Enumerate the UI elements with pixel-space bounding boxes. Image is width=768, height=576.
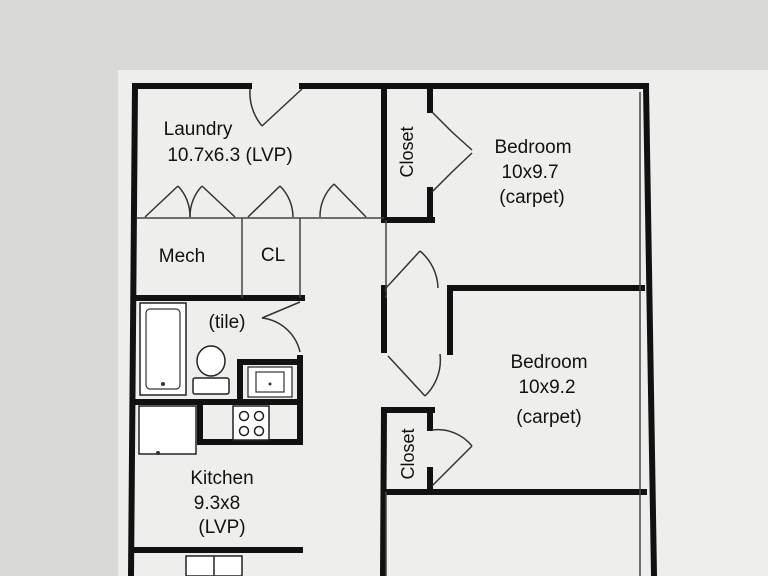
kitchen-name: Kitchen [190,468,253,489]
bathtub [139,302,187,396]
bedroom1-door [385,250,439,289]
cl-door [247,185,294,218]
laundry-name: Laundry [164,119,233,140]
bedroom2-floor: (carpet) [516,407,581,428]
right-wall [642,82,658,576]
closet1-name: Closet [397,126,417,177]
cl-name: CL [261,245,285,266]
stove [232,405,270,441]
bedroom2-door [387,353,442,397]
bedroom1-floor: (carpet) [499,187,564,208]
kitchen-dims: 9.3x8 [194,493,240,514]
dotted-opening [382,292,386,350]
bedroom2-name: Bedroom [510,352,587,373]
bedroom1-dims: 10x9.7 [501,162,558,183]
bedroom1-name: Bedroom [494,137,571,158]
toilet [192,345,230,395]
bedroom2-dims: 10x9.2 [518,377,575,398]
refrigerator [138,405,197,455]
bath-door [261,301,301,353]
vanity-sink [247,366,293,398]
kitchen-floor: (LVP) [198,517,245,538]
bath-name: (tile) [209,312,246,333]
mech-double-doors [144,185,236,218]
walls [127,82,658,576]
left-wall [127,82,139,576]
doors [144,88,473,487]
closet1-bifold-door [431,111,473,193]
mech-name: Mech [159,246,205,267]
corridor-door [319,183,367,218]
laundry-entry-door [249,88,303,127]
room-labels: Laundry 10.7x6.3 (LVP) Mech CL (tile) Ki… [159,119,588,538]
closet2-name: Closet [398,428,418,479]
closet2-door [431,428,473,487]
kitchen-sink [185,555,243,576]
laundry-dims: 10.7x6.3 (LVP) [167,145,292,166]
thin-partitions [137,92,641,576]
